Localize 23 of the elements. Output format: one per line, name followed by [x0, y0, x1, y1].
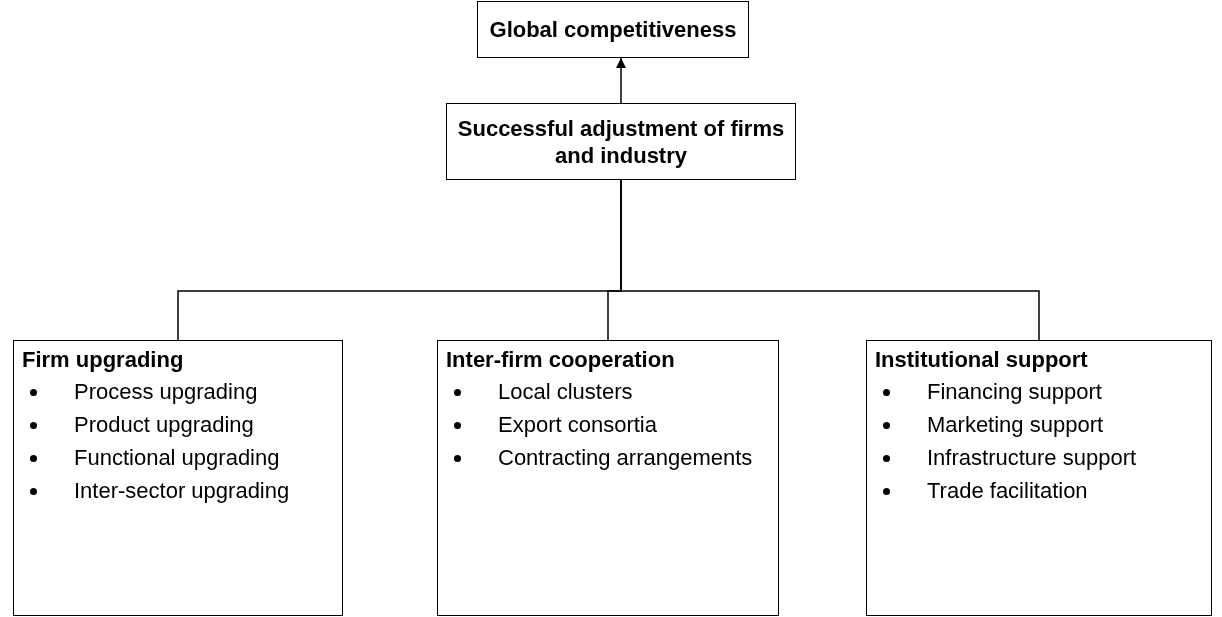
box-title: Global competitiveness	[489, 16, 737, 43]
process-box	[446, 103, 796, 180]
box-heading: Inter-firm cooperation	[446, 346, 676, 374]
category-box	[13, 340, 343, 616]
list-item: Inter-sector upgrading	[74, 478, 290, 503]
list-item: Contracting arrangements	[498, 445, 753, 470]
list-item: Export consortia	[498, 412, 657, 437]
arrow	[616, 57, 626, 104]
list-item: Marketing support	[927, 412, 1104, 437]
category-box	[437, 340, 779, 616]
list-item: Product upgrading	[74, 412, 254, 437]
box-heading: Institutional support	[875, 346, 1089, 374]
list-item: Functional upgrading	[74, 445, 280, 470]
list-item: Local clusters	[498, 379, 633, 404]
connector-line	[620, 179, 1040, 341]
box-heading: Firm upgrading	[22, 346, 185, 374]
category-box	[866, 340, 1212, 616]
list-item: Process upgrading	[74, 379, 258, 404]
process-box	[477, 1, 749, 58]
list-item: Infrastructure support	[927, 445, 1137, 470]
list-item: Trade facilitation	[927, 478, 1088, 503]
box-title: Successful adjustment of firms and industry	[456, 114, 786, 169]
list-item: Financing support	[927, 379, 1102, 404]
